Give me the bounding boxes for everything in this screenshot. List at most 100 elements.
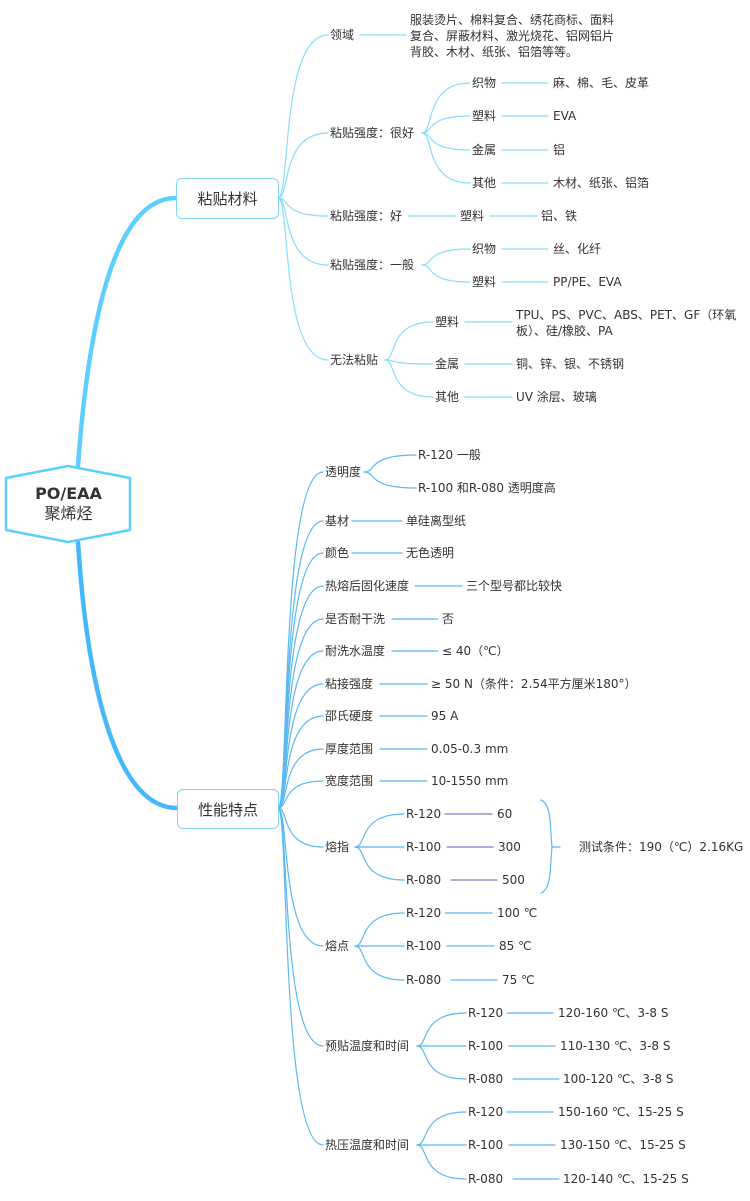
melt-index-note[interactable]: 测试条件：190（℃）2.16KG bbox=[579, 840, 744, 854]
node-heat-press[interactable]: 热压温度和时间 bbox=[325, 1138, 410, 1152]
value-property[interactable]: 无色透明 bbox=[406, 546, 455, 560]
connector-line bbox=[416, 1111, 467, 1146]
node-good[interactable]: 粘贴强度：好 bbox=[330, 209, 403, 223]
connector-line bbox=[384, 321, 434, 361]
connector-line bbox=[75, 195, 179, 469]
node-pre-press[interactable]: 预贴温度和时间 bbox=[325, 1039, 410, 1053]
node-property[interactable]: 热熔后固化速度 bbox=[325, 579, 410, 593]
node-material-type[interactable]: 织物 bbox=[472, 242, 497, 256]
value-grade[interactable]: 130-150 ℃、15-25 S bbox=[560, 1138, 686, 1152]
connector-line bbox=[277, 471, 324, 809]
node-melt-index[interactable]: 熔指 bbox=[325, 840, 350, 854]
value-material[interactable]: UV 涂层、玻璃 bbox=[516, 390, 597, 404]
node-good-plastic[interactable]: 塑料 bbox=[460, 209, 485, 223]
node-grade[interactable]: R-100 bbox=[468, 1138, 504, 1152]
connector-line bbox=[354, 945, 405, 981]
node-property[interactable]: 颜色 bbox=[325, 546, 350, 560]
value-property[interactable]: 95 A bbox=[431, 709, 459, 723]
value-domain[interactable]: 服装烫片、棉料复合、绣花商标、面料复合、屏蔽材料、激光烧花、铝网铝片背胶、木材、… bbox=[410, 13, 615, 59]
node-material-type[interactable]: 其他 bbox=[435, 390, 460, 404]
node-grade[interactable]: R-120 bbox=[406, 906, 442, 920]
node-property[interactable]: 厚度范围 bbox=[325, 742, 374, 756]
value-material[interactable]: 丝、化纤 bbox=[553, 242, 602, 256]
connector-line bbox=[416, 1012, 467, 1047]
value-transparency[interactable]: R-120 一般 bbox=[418, 448, 481, 462]
connector-line bbox=[277, 197, 329, 217]
node-grade[interactable]: R-080 bbox=[468, 1072, 504, 1086]
node-property[interactable]: 粘接强度 bbox=[325, 677, 374, 691]
node-grade[interactable]: R-120 bbox=[468, 1006, 504, 1020]
node-transparency[interactable]: 透明度 bbox=[325, 465, 362, 479]
value-material[interactable]: 木材、纸张、铝箔 bbox=[553, 176, 650, 190]
node-material-type[interactable]: 塑料 bbox=[472, 275, 497, 289]
connector-line bbox=[363, 454, 417, 473]
node-very-good[interactable]: 粘贴强度：很好 bbox=[330, 126, 415, 140]
node-property[interactable]: 宽度范围 bbox=[325, 774, 374, 788]
node-material-type[interactable]: 金属 bbox=[435, 357, 460, 371]
value-grade[interactable]: 75 ℃ bbox=[502, 973, 535, 987]
branch-performance[interactable]: 性能特点 bbox=[177, 789, 279, 829]
value-property[interactable]: 三个型号都比较快 bbox=[466, 579, 563, 593]
connector-line bbox=[416, 1144, 467, 1180]
value-grade[interactable]: 85 ℃ bbox=[499, 939, 532, 953]
value-grade[interactable]: 100-120 ℃、3-8 S bbox=[563, 1072, 674, 1086]
node-grade[interactable]: R-120 bbox=[468, 1105, 504, 1119]
value-good-plastic[interactable]: 铝、铁 bbox=[541, 209, 578, 223]
node-grade[interactable]: R-080 bbox=[406, 973, 442, 987]
node-grade[interactable]: R-100 bbox=[406, 939, 442, 953]
value-grade[interactable]: 150-160 ℃、15-25 S bbox=[558, 1105, 684, 1119]
value-transparency[interactable]: R-100 和R-080 透明度高 bbox=[418, 481, 556, 495]
root-node-shape[interactable] bbox=[4, 464, 132, 544]
value-property[interactable]: 0.05-0.3 mm bbox=[431, 742, 509, 756]
value-property[interactable]: 单硅离型纸 bbox=[406, 514, 467, 528]
value-material[interactable]: TPU、PS、PVC、ABS、PET、GF（环氧板）、硅/橡胶、PA bbox=[516, 308, 737, 338]
value-grade[interactable]: 100 ℃ bbox=[497, 906, 538, 920]
value-grade[interactable]: 120-160 ℃、3-8 S bbox=[558, 1006, 669, 1020]
connector-line bbox=[277, 34, 329, 199]
value-property[interactable]: ≤ 40（℃） bbox=[442, 644, 509, 658]
node-grade[interactable]: R-120 bbox=[406, 807, 442, 821]
value-material[interactable]: EVA bbox=[553, 109, 577, 123]
connector-line bbox=[354, 846, 405, 881]
node-normal[interactable]: 粘贴强度：一般 bbox=[330, 258, 415, 272]
value-material[interactable]: 麻、棉、毛、皮革 bbox=[553, 76, 650, 90]
value-property[interactable]: 否 bbox=[442, 612, 455, 626]
value-grade[interactable]: 60 bbox=[497, 807, 513, 821]
root-subtitle: 聚烯烃 bbox=[44, 504, 93, 523]
value-material[interactable]: PP/PE、EVA bbox=[553, 275, 622, 289]
value-property[interactable]: ≥ 50 N（条件：2.54平方厘米180°） bbox=[431, 677, 637, 691]
node-cannot[interactable]: 无法粘贴 bbox=[330, 353, 379, 367]
node-material-type[interactable]: 织物 bbox=[472, 76, 497, 90]
value-grade[interactable]: 300 bbox=[498, 840, 521, 854]
root-node[interactable]: PO/EAA 聚烯烃 bbox=[5, 465, 132, 543]
node-grade[interactable]: R-080 bbox=[468, 1172, 504, 1186]
connector-line bbox=[421, 132, 471, 184]
value-property[interactable]: 10-1550 mm bbox=[431, 774, 509, 788]
node-grade[interactable]: R-080 bbox=[406, 873, 442, 887]
node-material-type[interactable]: 金属 bbox=[472, 143, 497, 157]
connector-line bbox=[354, 813, 405, 848]
value-material[interactable]: 铝 bbox=[553, 143, 566, 157]
connector-line bbox=[277, 807, 324, 848]
node-material-type[interactable]: 塑料 bbox=[472, 109, 497, 123]
node-property[interactable]: 邵氏硬度 bbox=[325, 709, 374, 723]
branch-materials[interactable]: 粘贴材料 bbox=[176, 178, 279, 219]
connector-line bbox=[277, 807, 324, 1146]
node-melting-point[interactable]: 熔点 bbox=[325, 939, 350, 953]
node-domain[interactable]: 领域 bbox=[330, 28, 355, 42]
node-property[interactable]: 基材 bbox=[325, 514, 350, 528]
connector-line bbox=[421, 248, 471, 266]
connector-line bbox=[277, 197, 329, 361]
value-grade[interactable]: 120-140 ℃、15-25 S bbox=[563, 1172, 689, 1186]
node-property[interactable]: 是否耐干洗 bbox=[325, 612, 386, 626]
value-grade[interactable]: 110-130 ℃、3-8 S bbox=[560, 1039, 671, 1053]
connector-line bbox=[421, 264, 471, 283]
node-grade[interactable]: R-100 bbox=[468, 1039, 504, 1053]
node-material-type[interactable]: 其他 bbox=[472, 176, 497, 190]
node-grade[interactable]: R-100 bbox=[406, 840, 442, 854]
node-material-type[interactable]: 塑料 bbox=[435, 315, 460, 329]
connector-line bbox=[421, 82, 471, 134]
value-grade[interactable]: 500 bbox=[502, 873, 525, 887]
node-property[interactable]: 耐洗水温度 bbox=[325, 644, 386, 658]
value-material[interactable]: 铜、锌、银、不锈钢 bbox=[516, 357, 625, 371]
